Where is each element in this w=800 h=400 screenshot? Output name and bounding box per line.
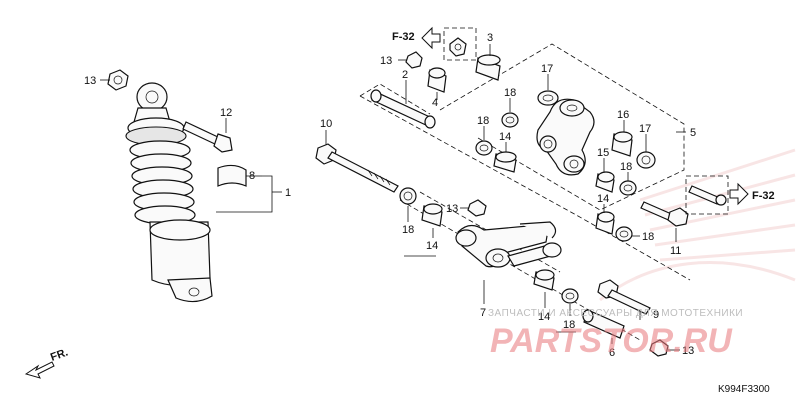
callout-16: 16 bbox=[617, 109, 629, 121]
seal-17b bbox=[636, 151, 656, 169]
callout-5: 5 bbox=[690, 127, 696, 139]
callout-6: 6 bbox=[609, 347, 615, 359]
f32-arrow-top bbox=[421, 26, 441, 50]
front-arrow bbox=[24, 361, 55, 379]
seal-18e bbox=[399, 187, 417, 205]
f32-arrow-right bbox=[729, 182, 749, 206]
callout-18b: 18 bbox=[477, 115, 489, 127]
bushing-15 bbox=[595, 171, 615, 193]
callout-18a: 18 bbox=[504, 87, 516, 99]
callout-15: 15 bbox=[597, 147, 609, 159]
callout-3: 3 bbox=[487, 32, 493, 44]
seal-18d bbox=[615, 226, 633, 242]
callout-14c: 14 bbox=[426, 240, 438, 252]
seal-18a bbox=[501, 112, 519, 128]
bushing-16 bbox=[611, 131, 633, 157]
link-5 bbox=[536, 98, 595, 176]
bolt-12 bbox=[182, 121, 233, 153]
seal-18f bbox=[561, 288, 579, 304]
rod-7 bbox=[455, 221, 562, 268]
shock-absorber bbox=[125, 82, 213, 303]
callout-17a: 17 bbox=[541, 63, 553, 75]
nut-13c bbox=[467, 199, 487, 217]
spring-coils bbox=[129, 140, 196, 225]
watermark-title: PARTSTOR.RU bbox=[490, 322, 733, 360]
f32-box-right bbox=[685, 175, 729, 215]
long-bolt-10 bbox=[315, 143, 399, 193]
diagram-code: K994F3300 bbox=[718, 384, 770, 395]
callout-17b: 17 bbox=[639, 123, 651, 135]
bushing-3 bbox=[475, 54, 501, 81]
callout-1: 1 bbox=[285, 187, 291, 199]
link-boundary-upper bbox=[439, 43, 685, 211]
bolt-11 bbox=[640, 201, 689, 227]
callout-14d: 14 bbox=[538, 311, 550, 323]
callout-13a: 13 bbox=[84, 75, 96, 87]
callout-2: 2 bbox=[402, 69, 408, 81]
collar-2 bbox=[370, 89, 436, 129]
bushing-4 bbox=[427, 67, 447, 93]
callout-18e: 18 bbox=[402, 224, 414, 236]
seal-17a bbox=[537, 90, 559, 106]
callout-9: 9 bbox=[653, 309, 659, 321]
bushing-14b bbox=[595, 211, 615, 235]
bushing-14c bbox=[421, 203, 443, 227]
callout-14b: 14 bbox=[597, 193, 609, 205]
callout-18d: 18 bbox=[642, 231, 654, 243]
callout-7: 7 bbox=[480, 307, 486, 319]
bolt-9 bbox=[597, 279, 651, 315]
callout-13c: 13 bbox=[446, 203, 458, 215]
washer-13b bbox=[405, 51, 423, 69]
callout-14a: 14 bbox=[499, 131, 511, 143]
callout-13b: 13 bbox=[380, 55, 392, 67]
collar-8 bbox=[217, 164, 247, 187]
watermark-subtitle: ЗАПЧАСТИ И АКСЕССУАРЫ ДЛЯ МОТОТЕХНИКИ bbox=[488, 308, 743, 319]
link-boundary-lower bbox=[359, 95, 691, 281]
seal-18c bbox=[619, 180, 637, 196]
bushing-14a bbox=[493, 151, 517, 173]
callout-10: 10 bbox=[320, 118, 332, 130]
seal-18b bbox=[475, 140, 493, 156]
callout-labels: 13 12 8 1 10 13 2 4 3 17 18 18 14 16 17 … bbox=[84, 32, 696, 359]
callout-12: 12 bbox=[220, 107, 232, 119]
f32-label-top: F-32 bbox=[392, 31, 415, 43]
front-label: FR. bbox=[49, 346, 70, 363]
callout-18f: 18 bbox=[563, 319, 575, 331]
nut-13-top bbox=[107, 69, 129, 91]
f32-label-right: F-32 bbox=[752, 190, 775, 202]
callout-18c: 18 bbox=[620, 161, 632, 173]
callout-8: 8 bbox=[249, 170, 255, 182]
nut-13d bbox=[649, 339, 669, 357]
callout-4: 4 bbox=[432, 97, 438, 109]
callout-11: 11 bbox=[670, 245, 681, 257]
collar-6 bbox=[582, 309, 625, 339]
callout-13d: 13 bbox=[682, 345, 694, 357]
f32-box-top bbox=[443, 27, 477, 61]
bushing-14d bbox=[533, 269, 555, 291]
